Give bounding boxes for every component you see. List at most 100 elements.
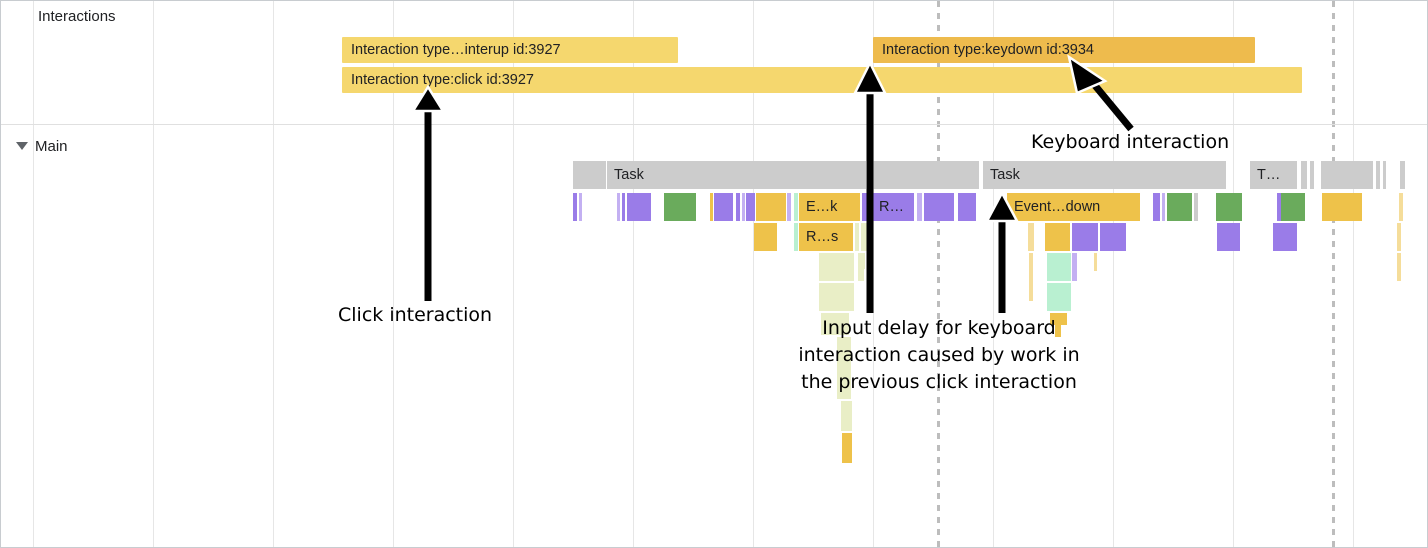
flame-block[interactable] bbox=[1100, 223, 1126, 251]
flame-block[interactable] bbox=[862, 193, 869, 221]
event-keydown-label: Event…down bbox=[1014, 199, 1101, 215]
annotation-input-delay-line1: Input delay for keyboard bbox=[822, 317, 1056, 339]
task-block-3[interactable]: T… bbox=[1250, 161, 1297, 189]
grid-line bbox=[513, 1, 514, 547]
flame-block[interactable] bbox=[1217, 223, 1240, 251]
flame-block-deep[interactable] bbox=[821, 313, 849, 335]
run-microtasks-block[interactable]: R…s bbox=[799, 223, 853, 251]
task-segment[interactable] bbox=[1321, 161, 1373, 189]
flame-block[interactable] bbox=[579, 193, 582, 221]
task-block-3-label: T… bbox=[1257, 167, 1281, 183]
flame-block[interactable] bbox=[1072, 223, 1098, 251]
interaction-bar-keydown-label: Interaction type:keydown id:3934 bbox=[882, 42, 1094, 58]
task-segment[interactable] bbox=[1383, 161, 1386, 189]
grid-line bbox=[33, 1, 34, 547]
flame-block[interactable] bbox=[746, 193, 755, 221]
flame-block[interactable] bbox=[1162, 193, 1165, 221]
flame-block[interactable] bbox=[754, 223, 777, 251]
flame-block[interactable] bbox=[861, 223, 870, 251]
recalc-style-block[interactable]: R… bbox=[872, 193, 914, 221]
flame-block[interactable] bbox=[787, 193, 791, 221]
grid-line bbox=[1233, 1, 1234, 547]
flame-block[interactable] bbox=[617, 193, 620, 221]
flame-block-deep[interactable] bbox=[858, 253, 864, 281]
flame-block[interactable] bbox=[1028, 223, 1034, 251]
interaction-bar-click-label: Interaction type:click id:3927 bbox=[351, 72, 534, 88]
dotted-marker-2 bbox=[1332, 1, 1335, 547]
flame-block[interactable] bbox=[1167, 193, 1192, 221]
interaction-bar-keydown[interactable]: Interaction type:keydown id:3934 bbox=[873, 37, 1255, 63]
event-handler-block[interactable]: E…k bbox=[799, 193, 860, 221]
task-block-2[interactable]: Task bbox=[983, 161, 1226, 189]
flame-block[interactable] bbox=[756, 193, 786, 221]
flame-block[interactable] bbox=[736, 193, 740, 221]
flame-block[interactable] bbox=[1273, 223, 1297, 251]
flame-block-mint[interactable] bbox=[1047, 283, 1071, 311]
flame-block[interactable] bbox=[1194, 193, 1198, 221]
grid-line bbox=[393, 1, 394, 547]
flame-block[interactable] bbox=[1153, 193, 1160, 221]
task-segment[interactable] bbox=[1301, 161, 1307, 189]
expander-triangle-icon[interactable] bbox=[16, 142, 28, 150]
interaction-bar-click[interactable]: Interaction type:click id:3927 bbox=[342, 67, 1302, 93]
flame-block-deep[interactable] bbox=[841, 401, 852, 431]
flame-block[interactable] bbox=[714, 193, 733, 221]
event-keydown-block[interactable]: Event…down bbox=[1007, 193, 1140, 221]
flame-block-deep[interactable] bbox=[862, 253, 865, 269]
flame-block-mint[interactable] bbox=[1029, 253, 1033, 301]
task-segment[interactable] bbox=[1310, 161, 1314, 189]
flame-block-deep[interactable] bbox=[819, 283, 854, 311]
flame-block-deep[interactable] bbox=[819, 253, 854, 281]
grid-line bbox=[1353, 1, 1354, 547]
flame-block-mint[interactable] bbox=[1055, 325, 1061, 337]
interaction-bar-pointer-label: Interaction type…interup id:3927 bbox=[351, 42, 561, 58]
annotation-click-label: Click interaction bbox=[338, 304, 493, 326]
flame-block[interactable] bbox=[917, 193, 922, 221]
flame-block[interactable] bbox=[1045, 223, 1070, 251]
track-label-interactions: Interactions bbox=[38, 8, 116, 25]
annotation-input-delay-line3: the previous click interaction bbox=[801, 371, 1077, 393]
grid-line bbox=[753, 1, 754, 547]
flame-block[interactable] bbox=[627, 193, 651, 221]
task-segment[interactable] bbox=[573, 161, 606, 189]
flame-block[interactable] bbox=[1277, 193, 1281, 221]
grid-line bbox=[1113, 1, 1114, 547]
flame-block[interactable] bbox=[1399, 193, 1403, 221]
grid-line bbox=[873, 1, 874, 547]
flame-block-mint[interactable] bbox=[1094, 253, 1097, 271]
flame-block-deep[interactable] bbox=[842, 433, 852, 463]
recalc-style-label: R… bbox=[879, 199, 904, 215]
grid-line bbox=[153, 1, 154, 547]
flame-block-mint[interactable] bbox=[1047, 253, 1071, 281]
flame-block[interactable] bbox=[855, 223, 859, 251]
flame-block[interactable] bbox=[742, 193, 745, 221]
interaction-bar-pointer[interactable]: Interaction type…interup id:3927 bbox=[342, 37, 678, 63]
flame-block[interactable] bbox=[622, 193, 625, 221]
task-block-1[interactable]: Task bbox=[607, 161, 866, 189]
flame-block[interactable] bbox=[573, 193, 577, 221]
flame-block[interactable] bbox=[924, 193, 954, 221]
flame-block[interactable] bbox=[664, 193, 696, 221]
flame-block[interactable] bbox=[710, 193, 713, 221]
flame-block[interactable] bbox=[1216, 193, 1242, 221]
flame-block[interactable] bbox=[1281, 193, 1305, 221]
flame-block[interactable] bbox=[958, 193, 976, 221]
flame-block[interactable] bbox=[1397, 223, 1401, 251]
track-label-main: Main bbox=[35, 138, 68, 155]
run-microtasks-label: R…s bbox=[806, 229, 839, 245]
task-block-1-label: Task bbox=[614, 167, 644, 183]
flame-block-deep[interactable] bbox=[837, 337, 851, 399]
task-segment[interactable] bbox=[1400, 161, 1405, 189]
flame-block[interactable] bbox=[794, 193, 798, 221]
task-segment[interactable] bbox=[867, 161, 979, 189]
annotation-input-delay-line2: interaction caused by work in bbox=[798, 344, 1080, 366]
arrow-click-interaction bbox=[410, 84, 446, 301]
flame-block-mint[interactable] bbox=[1050, 313, 1067, 325]
flame-block[interactable] bbox=[794, 223, 798, 251]
flame-block-mint[interactable] bbox=[1072, 253, 1077, 281]
task-segment[interactable] bbox=[1376, 161, 1380, 189]
flame-block[interactable] bbox=[1397, 253, 1401, 281]
annotation-keyboard-label: Keyboard interaction bbox=[1031, 131, 1230, 153]
flame-block[interactable] bbox=[1322, 193, 1362, 221]
grid-line bbox=[993, 1, 994, 547]
